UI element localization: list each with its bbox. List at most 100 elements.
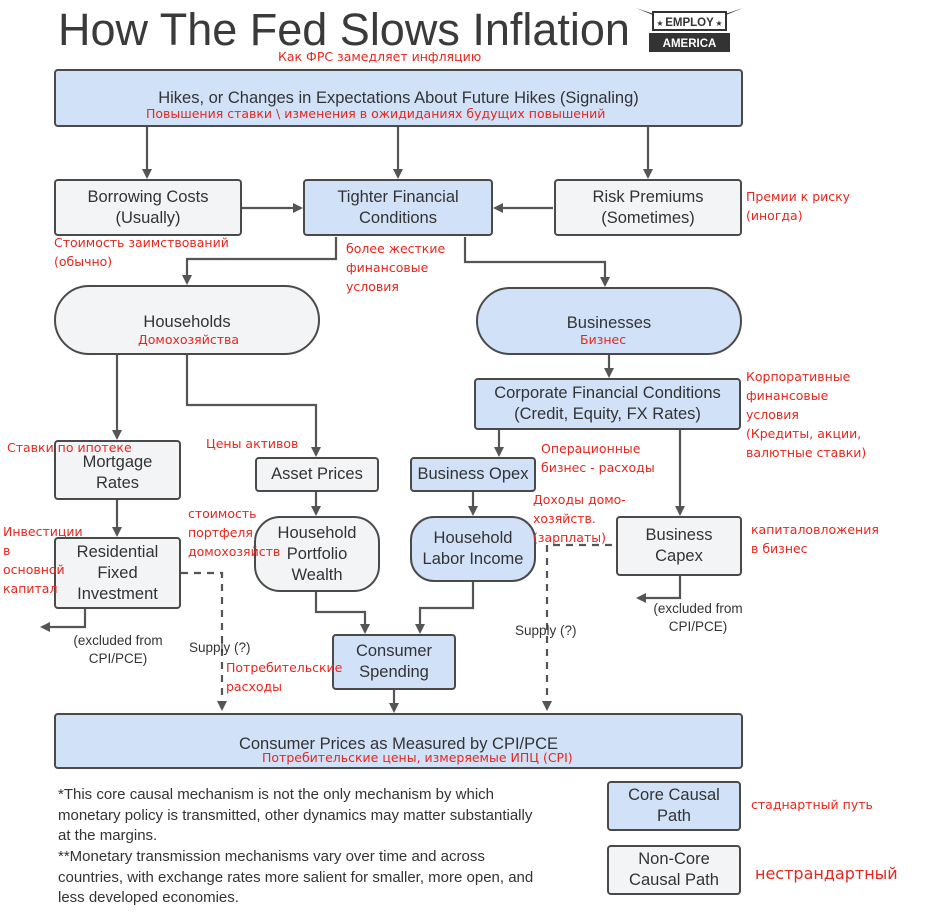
footnote-1-line-3: at the margins. [58,827,158,844]
legend-core-label-2: Path [657,807,691,825]
node-tighter-label-1: Tighter Financial [337,187,459,206]
node-residential-label-3: Investment [77,584,158,603]
node-capex-ru-2: в бизнес [751,541,808,556]
arrow-wealth-spending [314,592,370,634]
footnote-2: **Monetary transmission mechanisms vary … [58,847,533,909]
node-borrowing-label-1: Borrowing Costs [87,187,209,206]
node-spending-label-2: Spending [359,663,429,681]
node-residential-label-1: Residential [76,542,159,561]
logo-line2: AMERICA [663,38,717,50]
node-corporate-ru-5: валютные ставки) [746,445,867,460]
node-spending-label-1: Consumer [355,642,433,660]
node-capex-label-2: Capex [655,547,703,565]
node-wealth-label-1: Household [277,523,357,542]
node-businesses-ru: Бизнес [580,332,627,347]
node-risk-premiums: Risk Premiums (Sometimes) [554,179,742,236]
node-hikes: Hikes, or Changes in Expectations About … [54,69,743,127]
excluded-right-line-2: CPI/PCE) [668,619,728,634]
excluded-left-line-2: CPI/PCE) [88,651,148,666]
footnote-1: *This core causal mechanism is not the o… [58,785,532,847]
node-household-labor-income: Household Labor Income [410,516,536,582]
arrow-tighter-households [182,237,338,285]
legend-core-causal-path: Core Causal Path [607,781,741,831]
node-tighter-ru-2: финансовые [346,260,429,275]
node-consumer-prices: Consumer Prices as Measured by CPI/PCE [54,713,743,769]
page-title: How The Fed Slows Inflation [58,4,630,55]
node-businesses-label: Businesses [566,314,652,332]
node-wealth-ru-1: стоимость [188,506,257,521]
node-borrowing-ru-2: (обычно) [54,254,113,269]
node-corporate-ru-1: Корпоративные [746,369,851,384]
node-residential-ru-2: в [3,543,11,558]
node-corporate-label-1: Corporate Financial Conditions [494,384,721,402]
node-households-ru: Домохозяйства [138,332,240,347]
node-wealth-ru-2: портфеля [188,525,253,540]
legend-non-core-causal-path: Non-Core Causal Path [607,845,741,895]
node-spending-ru-1: Потребительские [226,660,343,675]
node-corporate-label-2: (Credit, Equity, FX Rates) [514,405,701,423]
footnote-1-line-1: *This core causal mechanism is not the o… [58,786,495,803]
node-labor-ru-1: Доходы домо- [533,492,626,507]
node-borrowing-ru-1: Стоимость заимствований [54,235,229,250]
footnote-2-line-2: countries, with exchange rates more sali… [58,868,534,886]
node-households-label: Households [143,313,231,331]
node-consumer-spending: Consumer Spending [332,634,456,690]
supply-right-label: Supply (?) [515,623,577,638]
legend-noncore-label-2: Causal Path [629,871,719,889]
node-labor-label-1: Household [433,529,513,547]
node-risk-label-2: (Sometimes) [601,208,695,227]
legend-core-label-1: Core Causal [628,786,720,804]
node-tighter-label-2: Conditions [359,208,437,227]
svg-text:★: ★ [715,19,722,28]
node-wealth-label-2: Portfolio [286,544,348,563]
node-tighter-ru-3: условия [346,279,399,294]
node-tighter-financial-conditions: Tighter Financial Conditions [303,179,493,236]
arrow-tighter-businesses [463,237,610,287]
node-prices-label: Consumer Prices as Measured by CPI/PCE [238,735,559,753]
node-corporate-financial-conditions: Corporate Financial Conditions (Credit, … [474,378,741,430]
node-hikes-ru: Повышения ставки \ изменения в ожидидани… [146,106,606,121]
node-opex-ru-1: Операционные [541,441,641,456]
supply-left-label: Supply (?) [189,640,251,655]
footnote-2-line-3: less developed economies. [58,889,239,906]
node-labor-ru-2: хозяйств. [533,511,596,526]
legend-core-ru: стаднартный путь [751,797,873,812]
arrow-residential-excluded [40,609,87,632]
footnote-1-line-2: monetary policy is transmitted, other dy… [58,806,533,824]
node-risk-label-1: Risk Premiums [592,187,704,206]
legend-noncore-ru: нестрандартный [755,864,898,883]
node-wealth-ru-3: домохозяйств [188,544,281,559]
legend-noncore-label-1: Non-Core [638,850,710,868]
node-mortgage-ru: Ставки по ипотеке [7,440,132,455]
dashed-residential-prices [181,571,227,711]
excluded-right-label: (excluded from CPI/PCE) [640,600,756,636]
node-corporate-ru-3: условия [746,407,799,422]
excluded-left-line-1: (excluded from [73,633,163,648]
node-residential-label-2: Fixed [97,563,138,582]
node-household-portfolio-wealth: Household Portfolio Wealth [254,516,380,592]
node-risk-ru-2: (иногда) [746,208,803,223]
node-asset-prices: Asset Prices [255,457,379,492]
node-hikes-label: Hikes, or Changes in Expectations About … [158,89,639,107]
node-households: Households [54,285,320,355]
node-wealth-label-3: Wealth [291,565,343,584]
page-title-ru: Как ФРС замедляет инфляцию [278,49,482,64]
node-opex-label: Business Opex [417,465,529,483]
node-labor-ru-3: (зарплаты) [533,530,606,545]
footnote-2-line-1: **Monetary transmission mechanisms vary … [58,848,485,865]
arrow-capex-excluded [636,576,682,603]
arrow-labor-spending [415,582,475,634]
node-corporate-ru-4: (Кредиты, акции, [746,426,862,441]
node-capex-label-1: Business [645,526,713,544]
logo-line1: EMPLOY [665,17,714,29]
node-prices-ru: Потребительские цены, измеряемые ИПЦ (CP… [262,750,573,765]
node-risk-ru-1: Премии к риску [746,189,851,204]
node-borrowing-costs: Borrowing Costs (Usually) [54,179,242,236]
excluded-right-line-1: (excluded from [653,601,743,616]
node-spending-ru-2: расходы [226,679,283,694]
node-corporate-ru-2: финансовые [746,388,829,403]
node-opex-ru-2: бизнес - расходы [541,460,655,475]
node-businesses: Businesses [476,287,742,355]
node-residential-fixed-investment: Residential Fixed Investment [54,537,181,609]
